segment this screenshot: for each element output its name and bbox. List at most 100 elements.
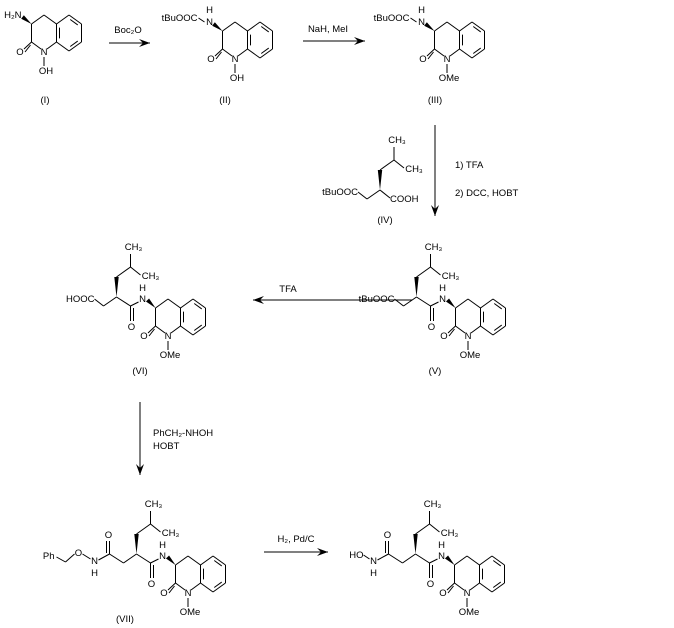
bond: [46, 41, 57, 50]
end-group-label: HOOC: [66, 294, 95, 305]
bond: [31, 14, 45, 25]
double-bond: [193, 324, 203, 331]
double-bond: [260, 26, 270, 33]
bond: [446, 21, 460, 32]
double-bond: [69, 19, 79, 26]
carbonyl-bond: [23, 41, 32, 50]
wedge-bond: [444, 555, 455, 565]
bond: [402, 553, 416, 564]
carbonyl-bond: [447, 325, 456, 334]
carbamate-hydrogen-label: H: [418, 5, 425, 16]
wedge-bond: [134, 534, 139, 554]
double-bond: [472, 26, 482, 33]
hydroxamate-nitrogen-label: N: [370, 556, 377, 567]
wedge-bond: [21, 15, 32, 24]
bond: [363, 554, 370, 560]
bond: [379, 159, 395, 171]
methyl-label: CH₃: [142, 271, 160, 282]
hydroxy-label: HO: [349, 550, 363, 561]
n-substituent-label: OH: [230, 73, 244, 84]
benzene-bond: [68, 14, 82, 25]
wedge-bond: [165, 555, 176, 565]
carbonyl-double-bond: [24, 44, 31, 53]
methyl-label: CH₃: [425, 242, 443, 253]
bond: [56, 556, 66, 563]
wedge-bond: [212, 22, 223, 31]
carbamate-nitrogen-label: N: [418, 17, 425, 28]
bond: [429, 558, 438, 564]
amide-oxygen-label: O: [427, 579, 434, 590]
double-bond: [69, 40, 79, 47]
carbonyl-double-bond: [148, 328, 155, 337]
double-bond: [260, 47, 270, 54]
bond: [357, 191, 368, 200]
wedge-bond: [424, 22, 435, 31]
bond: [455, 325, 466, 334]
benzene-bond: [180, 325, 194, 336]
compound-label-I: (I): [41, 95, 50, 106]
reagent-benzylhydroxylamine: PhCH₂-NHOH: [153, 428, 213, 439]
wedge-bond: [114, 277, 119, 297]
benzene-bond: [480, 298, 494, 309]
benzene-bond: [247, 48, 261, 59]
methyl-label: CH₃: [388, 135, 406, 146]
n-substituent-label: OMe: [459, 607, 480, 618]
benzene-bond: [192, 325, 206, 336]
bond: [136, 553, 151, 564]
bond: [410, 17, 417, 23]
amide-hydrogen-label: H: [439, 283, 446, 294]
bond: [434, 48, 445, 57]
bond: [467, 298, 481, 309]
bond: [167, 298, 181, 309]
benzene-bond: [491, 555, 505, 566]
amide-oxygen-label: O: [148, 579, 155, 590]
carbonyl-oxygen-label: O: [419, 54, 426, 65]
bond: [123, 553, 137, 564]
amide-nitrogen-label: N: [439, 294, 446, 305]
hydroxamate-nitrogen-label: N: [91, 556, 98, 567]
bond: [403, 296, 417, 307]
benzene-bond: [180, 298, 194, 309]
bond: [65, 553, 75, 563]
carbonyl-oxygen-label: O: [160, 588, 167, 599]
arrowhead-icon: [317, 548, 328, 556]
ring-nitrogen-label: N: [465, 331, 472, 342]
amide-oxygen-label: O: [428, 322, 435, 333]
amide-nitrogen-label: N: [139, 294, 146, 305]
bond: [116, 266, 131, 278]
reagent-h2-pdc: H₂, Pd/C: [278, 534, 315, 545]
double-bond: [213, 560, 223, 567]
benzene-bond: [479, 582, 493, 593]
arrowhead-icon: [354, 37, 365, 45]
ring-nitrogen-label: N: [464, 588, 471, 599]
methyl-label: CH₃: [441, 528, 459, 539]
reagent-hobt: HOBT: [153, 441, 180, 452]
bond: [449, 48, 460, 57]
benzene-bond: [491, 582, 505, 593]
bond: [379, 189, 391, 199]
carbonyl-bond: [214, 48, 223, 57]
carbamate-hydrogen-label: H: [206, 5, 213, 16]
bond: [155, 325, 166, 334]
ring-nitrogen-label: N: [185, 588, 192, 599]
bond: [234, 21, 248, 32]
n-substituent-label: OMe: [160, 350, 181, 361]
methyl-label: CH₃: [405, 164, 423, 175]
hydroxamate-hydrogen-label: H: [91, 568, 98, 579]
carbonyl-oxygen-label: O: [439, 588, 446, 599]
benzene-bond: [480, 325, 494, 336]
n-substituent-label: OMe: [439, 73, 460, 84]
amide-nitrogen-label: N: [438, 551, 445, 562]
wedge-bond: [377, 170, 383, 190]
protecting-group-label: tBuOOC: [374, 13, 410, 24]
bond: [150, 523, 161, 533]
wedge-bond: [414, 277, 419, 297]
compound-label-VI: (VI): [132, 366, 147, 377]
n-substituent-label: OH: [39, 66, 53, 77]
carbamate-nitrogen-label: N: [206, 17, 213, 28]
bond: [430, 301, 439, 307]
double-bond: [493, 303, 503, 310]
benzene-bond: [200, 555, 214, 566]
